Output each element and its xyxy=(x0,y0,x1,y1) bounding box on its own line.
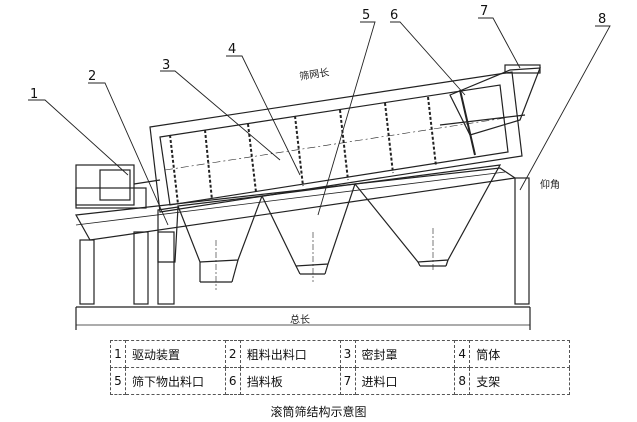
legend-name: 粗料出料口 xyxy=(239,340,341,368)
leg-4 xyxy=(514,177,530,305)
hopper-3-spout-l xyxy=(417,261,421,267)
feed-inlet-top xyxy=(504,64,541,74)
legend-name: 筒体 xyxy=(469,340,570,368)
hopper-3 xyxy=(353,164,502,263)
callout-1: 1 xyxy=(30,87,38,102)
legend-row: 5 筛下物出料口 6 挡料板 7 进料口 8 支架 xyxy=(110,367,570,395)
drum-axis xyxy=(164,117,506,171)
legend-num: 6 xyxy=(224,367,241,395)
drum-body xyxy=(159,84,509,206)
leader-5 xyxy=(317,21,376,216)
legend-num: 4 xyxy=(454,340,471,368)
sealing-hood xyxy=(149,71,523,213)
drum-ring-1 xyxy=(204,129,213,201)
drum-ring-0 xyxy=(169,134,179,205)
leader-1 xyxy=(28,99,129,176)
callout-8: 8 xyxy=(598,12,606,27)
feed-chute xyxy=(449,67,541,136)
legend-num: 2 xyxy=(224,340,241,368)
leader-2 xyxy=(88,82,169,226)
callout-7: 7 xyxy=(480,4,488,19)
legend-name: 密封罩 xyxy=(354,340,456,368)
drive-shaft xyxy=(133,179,161,185)
hopper-1 xyxy=(177,195,263,263)
callout-5: 5 xyxy=(362,8,370,23)
feed-baffle xyxy=(459,89,476,156)
drive-base xyxy=(75,187,147,209)
callout-4: 4 xyxy=(228,42,236,57)
legend-name: 支架 xyxy=(469,367,570,395)
hopper-2-spout-r xyxy=(324,263,329,275)
drum-ring-5 xyxy=(384,102,394,174)
drum-screen-diagram: 1 2 3 4 5 6 7 8 筛网长 总长 仰角 xyxy=(28,4,611,330)
leader-4 xyxy=(226,55,301,176)
leader-3 xyxy=(160,70,281,161)
callout-3: 3 xyxy=(162,58,170,73)
leg-3 xyxy=(157,231,175,305)
feed-shaft xyxy=(439,114,526,126)
drive-gearbox xyxy=(99,169,131,201)
leader-7 xyxy=(478,17,521,69)
drum-ring-2 xyxy=(247,123,257,193)
screen-length-label: 筛网长 xyxy=(298,65,330,83)
legend-name: 挡料板 xyxy=(239,367,341,395)
leader-6 xyxy=(390,21,466,96)
callout-2: 2 xyxy=(88,69,96,84)
legend-num: 8 xyxy=(454,367,471,395)
total-length-label: 总长 xyxy=(290,313,310,326)
legend-num: 3 xyxy=(339,340,356,368)
legend-row: 1 驱动装置 2 粗料出料口 3 密封罩 4 筒体 xyxy=(110,340,570,368)
legend-name: 进料口 xyxy=(354,367,456,395)
legend-num: 5 xyxy=(110,367,126,395)
legend-num: 7 xyxy=(339,367,356,395)
callout-6: 6 xyxy=(390,8,398,23)
legend-table: 1 驱动装置 2 粗料出料口 3 密封罩 4 筒体 5 筛下物出料口 6 挡料板… xyxy=(110,340,570,395)
drum-ring-4 xyxy=(339,109,349,181)
hopper-2-spout-l xyxy=(295,265,301,275)
frame-label: 仰角 xyxy=(540,179,560,191)
legend-name: 筛下物出料口 xyxy=(125,367,226,395)
frame-inner-line xyxy=(75,171,506,226)
drive-motor xyxy=(75,164,135,206)
figure-caption: 滚筒筛结构示意图 xyxy=(270,405,367,419)
legend-num: 1 xyxy=(110,340,126,368)
legend-name: 驱动装置 xyxy=(125,340,226,368)
hopper-1-spout-r xyxy=(231,259,239,283)
drum-ring-3 xyxy=(294,115,304,187)
coarse-outlet xyxy=(157,206,179,263)
hopper-3-spout-r xyxy=(445,259,449,267)
leader-8 xyxy=(519,25,611,191)
drum-ring-6 xyxy=(427,96,437,167)
leg-2 xyxy=(133,231,149,305)
leg-1 xyxy=(79,239,95,305)
